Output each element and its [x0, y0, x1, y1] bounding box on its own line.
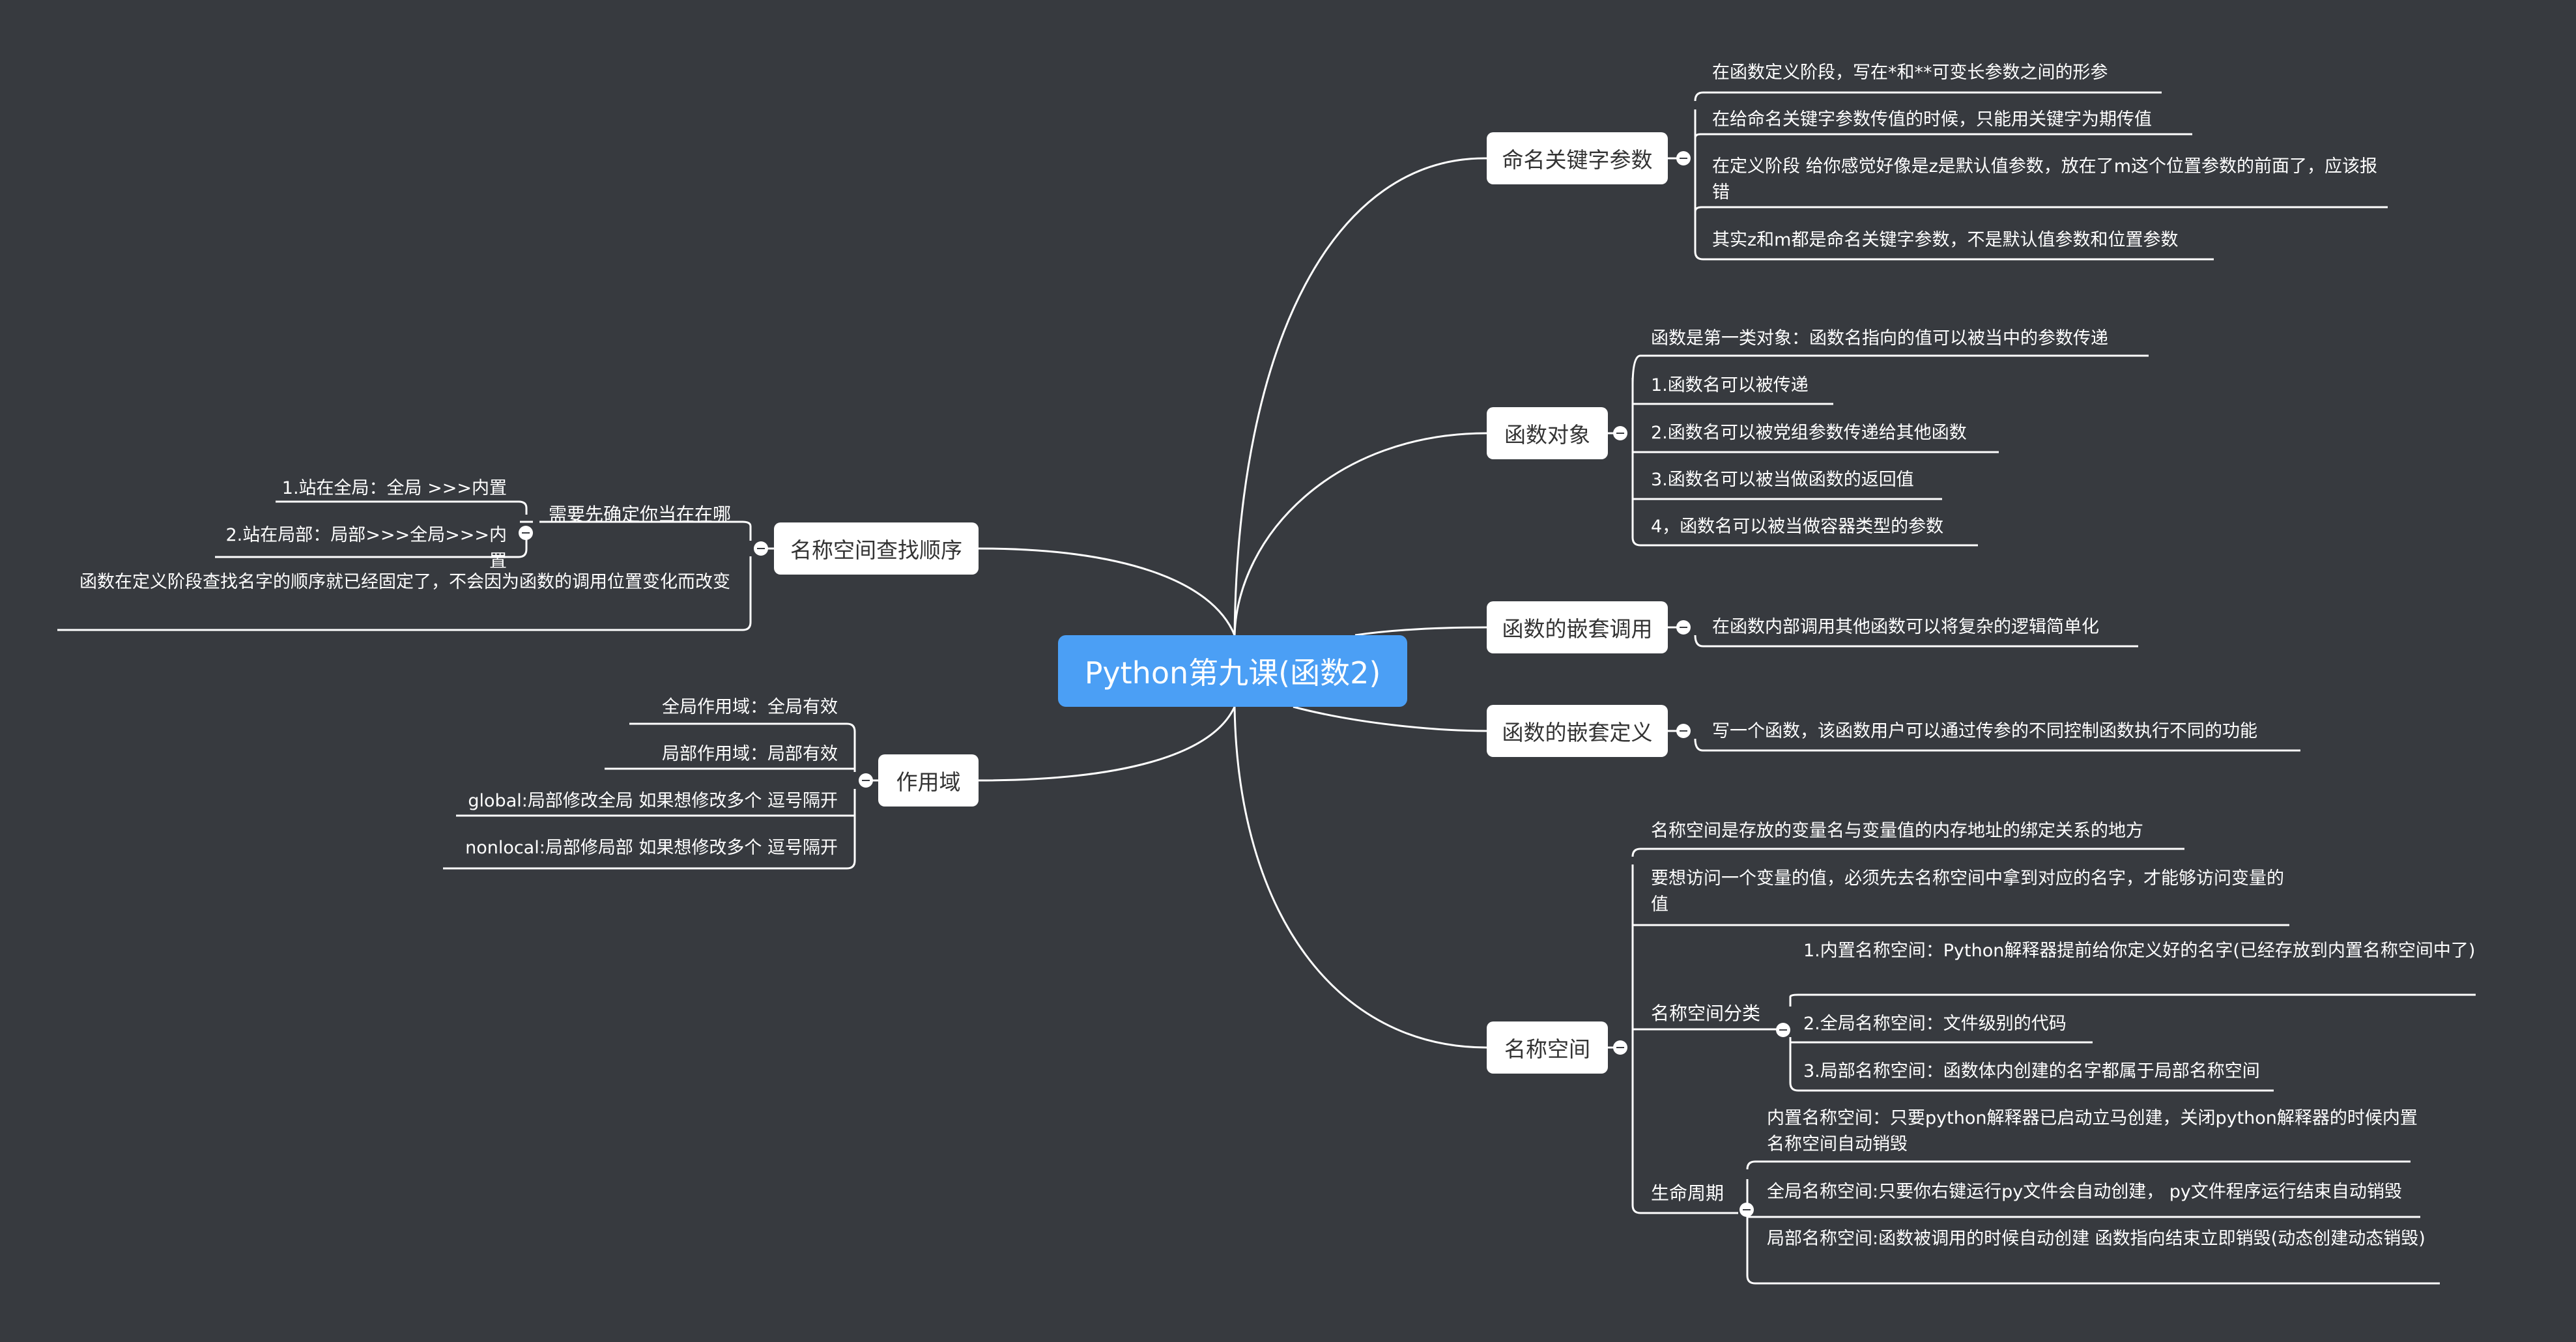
collapse-icon[interactable] — [1613, 426, 1627, 440]
collapse-icon[interactable] — [1739, 1203, 1754, 1217]
collapse-icon[interactable] — [519, 526, 533, 540]
leaf-kwonly-2: 在给命名关键字参数传值的时候，只能用关键字为期传值 — [1712, 109, 2152, 130]
lookup-sub-label: 需要先确定你当在在哪 — [549, 504, 732, 525]
leaf-funcobj-5: 4，函数名可以被当做容器类型的参数 — [1651, 517, 1944, 537]
leaf-scope-4: nonlocal:局部修局部 如果想修改多个 逗号隔开 — [465, 838, 838, 858]
leaf-nestcall-1: 在函数内部调用其他函数可以将复杂的逻辑简单化 — [1712, 617, 2099, 637]
leaf-kwonly-4: 其实z和m都是命名关键字参数，不是默认值参数和位置参数 — [1712, 230, 2179, 250]
root-topic[interactable]: Python第九课(函数2) — [1058, 635, 1407, 707]
leaf-classify-2: 2.全局名称空间：文件级别的代码 — [1803, 1014, 2067, 1034]
namespace-classify-label: 名称空间分类 — [1651, 1003, 1761, 1024]
leaf-namespace-1: 名称空间是存放的变量名与变量值的内存地址的绑定关系的地方 — [1651, 821, 2143, 841]
leaf-classify-1: 1.内置名称空间：Python解释器提前给你定义好的名字(已经存放到内置名称空间… — [1803, 941, 2476, 961]
edge-root-lookup — [978, 547, 1236, 636]
edge-root-kwonly — [1233, 157, 1487, 636]
leaf-lookup-1: 函数在定义阶段查找名字的顺序就已经固定了，不会因为函数的调用位置变化而改变 — [79, 572, 730, 592]
collapse-icon[interactable] — [859, 773, 873, 788]
branch-namespace[interactable]: 名称空间 — [1487, 1021, 1608, 1074]
branch-kwonly-params[interactable]: 命名关键字参数 — [1487, 132, 1668, 184]
leaf-namespace-2: 要想访问一个变量的值，必须先去名称空间中拿到对应的名字，才能够访问变量的值 — [1651, 868, 2284, 915]
leaf-lookup-sub-2: 2.站在局部：局部>>>全局>>>内置 — [225, 525, 508, 571]
branch-function-object[interactable]: 函数对象 — [1487, 407, 1608, 459]
edge-root-nestdef — [1293, 706, 1487, 732]
collapse-icon[interactable] — [1776, 1023, 1790, 1037]
branch-nested-def[interactable]: 函数的嵌套定义 — [1487, 705, 1668, 757]
leaf-lookup-sub-1: 1.站在全局：全局 >>>内置 — [281, 478, 507, 498]
leaf-funcobj-1: 函数是第一类对象：函数名指向的值可以被当中的参数传递 — [1651, 328, 2108, 349]
leaf-funcobj-4: 3.函数名可以被当做函数的返回值 — [1651, 470, 1914, 490]
branch-nested-call[interactable]: 函数的嵌套调用 — [1487, 601, 1668, 653]
namespace-lifecycle-label: 生命周期 — [1651, 1182, 1724, 1204]
leaf-lifecycle-2: 全局名称空间:只要你右键运行py文件会自动创建， py文件程序运行结束自动销毁 — [1767, 1182, 2402, 1202]
collapse-icon[interactable] — [1676, 151, 1691, 165]
leaf-funcobj-3: 2.函数名可以被党组参数传递给其他函数 — [1651, 423, 1967, 443]
leaf-nestdef-1: 写一个函数，该函数用户可以通过传参的不同控制函数执行不同的功能 — [1712, 721, 2257, 741]
leaf-classify-3: 3.局部名称空间：函数体内创建的名字都属于局部名称空间 — [1803, 1061, 2260, 1081]
branch-scope[interactable]: 作用域 — [878, 754, 979, 807]
collapse-icon[interactable] — [1676, 620, 1691, 635]
leaf-scope-1: 全局作用域：全局有效 — [662, 697, 838, 717]
leaf-scope-2: 局部作用域：局部有效 — [662, 744, 838, 764]
edge-root-funcobj — [1233, 432, 1487, 636]
leaf-kwonly-1: 在函数定义阶段，写在*和**可变长参数之间的形参 — [1712, 63, 2108, 83]
edge-root-scope — [978, 706, 1236, 782]
leaf-scope-3: global:局部修改全局 如果想修改多个 逗号隔开 — [468, 791, 838, 811]
leaf-lifecycle-3: 局部名称空间:函数被调用的时候自动创建 函数指向结束立即销毁(动态创建动态销毁) — [1767, 1229, 2426, 1249]
leaf-lifecycle-1: 内置名称空间：只要python解释器已启动立马创建，关闭python解释器的时候… — [1767, 1108, 2418, 1154]
leaf-kwonly-3: 在定义阶段 给你感觉好像是z是默认值参数，放在了m这个位置参数的前面了，应该报错 — [1712, 156, 2378, 203]
collapse-icon[interactable] — [1613, 1040, 1627, 1055]
collapse-icon[interactable] — [1676, 724, 1691, 738]
collapse-icon[interactable] — [754, 541, 768, 556]
edge-root-nestcall — [1354, 626, 1487, 636]
leaf-funcobj-2: 1.函数名可以被传递 — [1651, 375, 1809, 395]
edge-root-namespace — [1233, 706, 1487, 1049]
branch-lookup-order[interactable]: 名称空间查找顺序 — [774, 522, 979, 575]
